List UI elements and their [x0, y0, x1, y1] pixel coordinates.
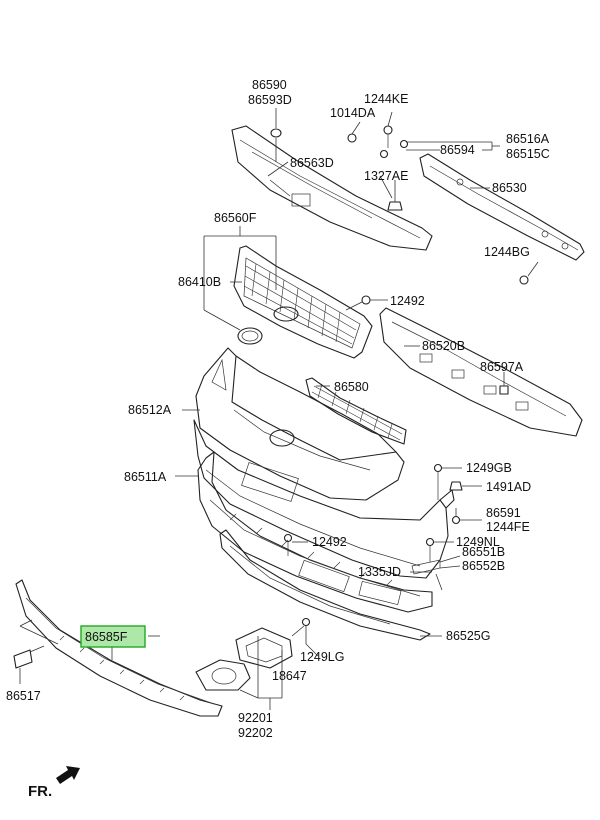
label-86516a: 86516A	[506, 132, 550, 146]
label-1249gb: 1249GB	[466, 461, 512, 475]
label-92201: 92201	[238, 711, 273, 725]
label-86552b: 86552B	[462, 559, 505, 573]
leader-lines	[111, 161, 505, 660]
label-12492-upper: 12492	[390, 294, 425, 308]
label-1335jd: 1335JD	[358, 565, 401, 579]
front-direction-label: FR.	[28, 783, 52, 800]
front-direction-indicator: FR.	[28, 766, 80, 800]
fog-lamp	[195, 617, 319, 710]
label-86560f: 86560F	[214, 211, 257, 225]
label-18647: 18647	[272, 669, 307, 683]
label-86590: 86590	[252, 78, 287, 92]
label-86563d: 86563D	[290, 156, 334, 170]
label-1244ke: 1244KE	[364, 92, 408, 106]
label-86551b: 86551B	[462, 545, 505, 559]
label-86597a: 86597A	[480, 360, 524, 374]
highlight-box	[80, 625, 146, 648]
bolt-12492-upper	[345, 295, 388, 311]
lower-bumper-section	[197, 451, 433, 613]
label-86512a: 86512A	[128, 403, 172, 417]
label-86591: 86591	[486, 506, 521, 520]
label-86410b: 86410B	[178, 275, 221, 289]
bolt-1244bg	[519, 261, 539, 285]
upper-beam	[419, 153, 585, 261]
label-86517: 86517	[6, 689, 41, 703]
bracket-86560f	[203, 226, 277, 331]
front-bumper-cover	[193, 347, 455, 579]
lower-spoiler	[15, 579, 223, 717]
label-1244bg: 1244BG	[484, 245, 530, 259]
energy-absorber	[379, 307, 583, 437]
label-86585f-highlighted[interactable]: 86585F	[85, 630, 128, 644]
label-86530: 86530	[492, 181, 527, 195]
bolt-cluster	[347, 111, 500, 211]
part-labels: 86590 86593D 1244KE 1014DA 86516A 86515C…	[6, 78, 550, 740]
label-1014da: 1014DA	[330, 106, 376, 120]
upper-support-panel	[231, 125, 433, 251]
label-86593d: 86593D	[248, 93, 292, 107]
clip-86590	[270, 108, 282, 162]
label-1491ad: 1491AD	[486, 480, 531, 494]
label-86594: 86594	[440, 143, 475, 157]
label-86580: 86580	[334, 380, 369, 394]
lower-lip-trim	[219, 529, 431, 641]
label-1327ae: 1327AE	[364, 169, 408, 183]
label-86511a: 86511A	[124, 470, 167, 484]
label-86520b: 86520B	[422, 339, 465, 353]
label-1249nl: 1249NL	[456, 535, 500, 549]
label-1249lg: 1249LG	[300, 650, 344, 664]
label-86525g: 86525G	[446, 629, 490, 643]
front-arrow-icon	[56, 766, 80, 784]
label-86515c: 86515C	[506, 147, 550, 161]
label-12492-lower: 12492	[312, 535, 347, 549]
label-92202: 92202	[238, 726, 273, 740]
radiator-grille	[233, 245, 373, 359]
emblem	[237, 327, 263, 345]
clip-86517	[13, 619, 59, 684]
label-1244fe: 1244FE	[486, 520, 530, 534]
bolts-right	[283, 463, 482, 591]
